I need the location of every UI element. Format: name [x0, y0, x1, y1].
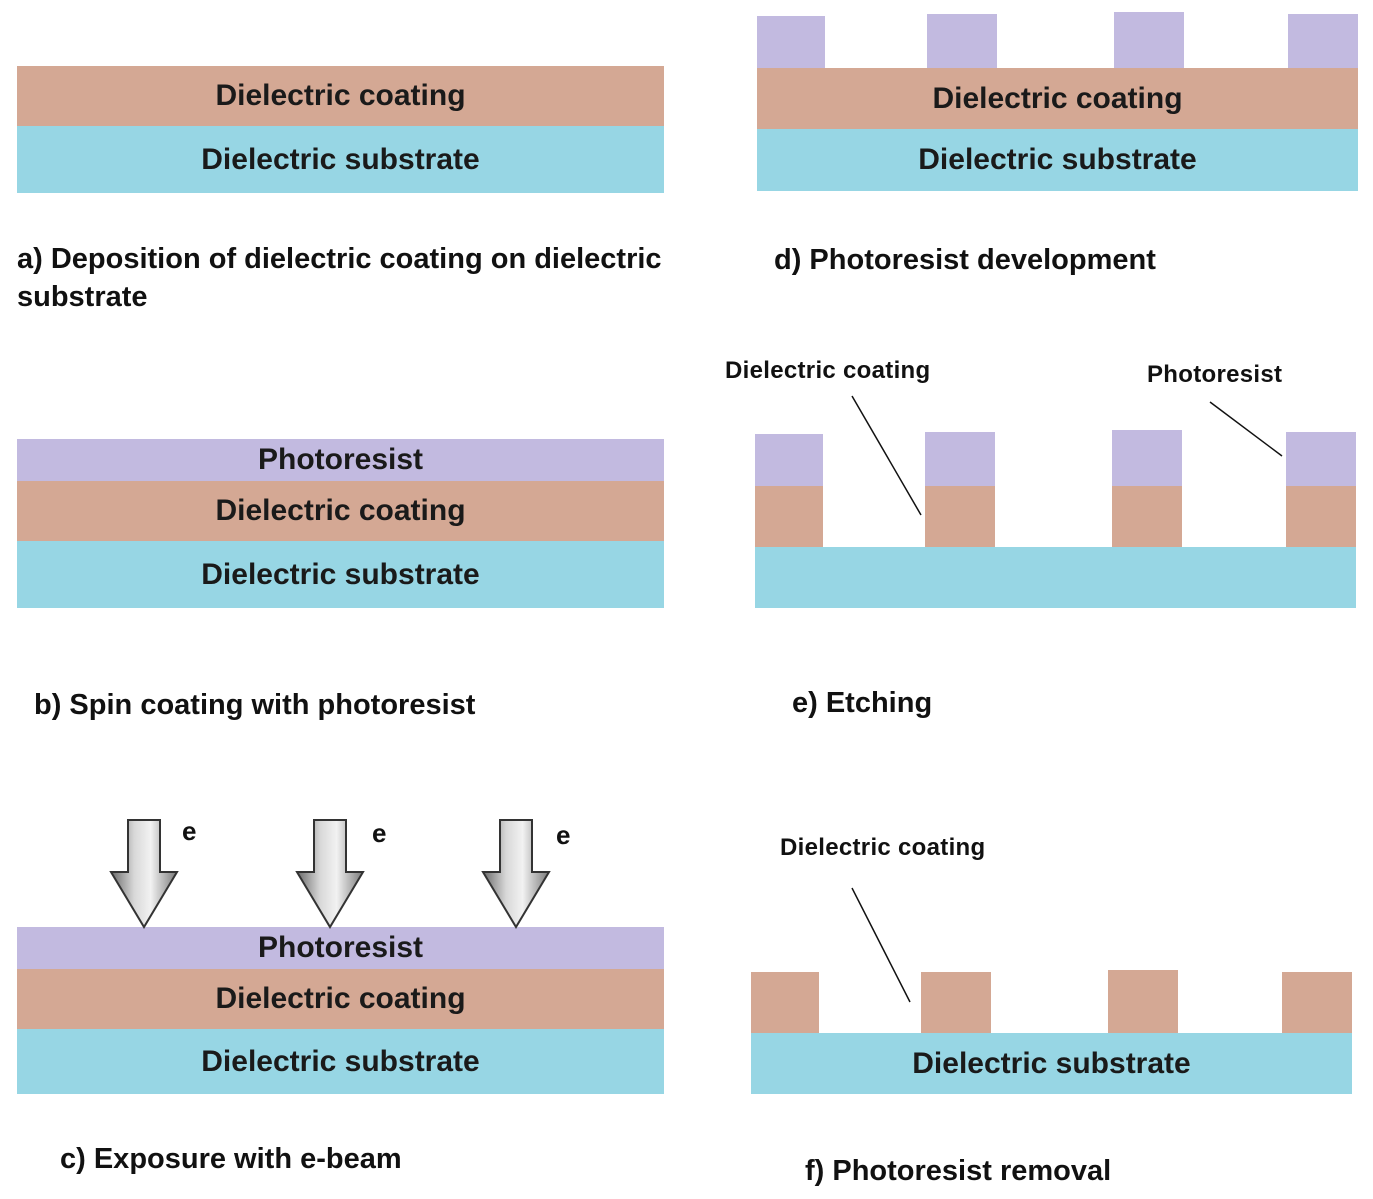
panel-f-substrate-label: Dielectric substrate	[912, 1046, 1191, 1080]
panel-b-caption: b) Spin coating with photoresist	[34, 689, 476, 721]
panel-f-coat-block-1	[751, 972, 819, 1033]
panel-e-resist-block-2	[925, 432, 995, 486]
panel-e-caption: e) Etching	[792, 687, 933, 719]
panel-d-resist-block-4	[1288, 14, 1358, 68]
panel-c-substrate-layer: Dielectric substrate	[17, 1029, 664, 1094]
e-beam-arrow-3-icon	[481, 819, 551, 929]
panel-d-resist-block-3	[1114, 12, 1184, 68]
panel-b-substrate-layer: Dielectric substrate	[17, 541, 664, 608]
panel-e-resist-block-4	[1286, 432, 1356, 486]
e-beam-label-2: e	[372, 818, 387, 848]
panel-e-coating-callout: Dielectric coating	[725, 357, 931, 384]
panel-e-resist-block-3	[1112, 430, 1182, 486]
panel-b-photoresist-layer: Photoresist	[17, 439, 664, 481]
panel-e-photoresist-leader	[1209, 401, 1283, 457]
panel-b-coating-layer: Dielectric coating	[17, 481, 664, 541]
panel-c-photoresist-layer: Photoresist	[17, 927, 664, 969]
panel-e-coat-block-1	[755, 486, 823, 547]
panel-c-coating-label: Dielectric coating	[215, 982, 466, 1015]
panel-d-coating-label: Dielectric coating	[932, 81, 1183, 115]
e-beam-arrow-1-icon	[109, 819, 179, 929]
panel-f-substrate-layer: Dielectric substrate	[751, 1033, 1352, 1094]
panel-e-coating-leader	[851, 395, 922, 516]
panel-f-coat-block-4	[1282, 972, 1352, 1033]
panel-e-coat-block-4	[1286, 486, 1356, 547]
e-beam-arrow-2-icon	[295, 819, 365, 929]
panel-c-photoresist-label: Photoresist	[257, 931, 424, 964]
e-beam-label-1: e	[182, 816, 197, 846]
panel-e-resist-block-1	[755, 434, 823, 486]
panel-d-substrate-label: Dielectric substrate	[918, 143, 1197, 176]
panel-e-substrate-layer	[755, 547, 1356, 608]
panel-d-caption: d) Photoresist development	[774, 244, 1156, 276]
panel-f-coat-block-3	[1108, 970, 1178, 1033]
panel-f-coat-block-2	[921, 972, 991, 1033]
panel-a-caption: a) Deposition of dielectric coating on d…	[17, 243, 662, 313]
panel-c-substrate-label: Dielectric substrate	[201, 1044, 480, 1078]
panel-d-resist-block-2	[927, 14, 997, 68]
panel-f-caption: f) Photoresist removal	[805, 1155, 1112, 1187]
panel-f-coating-callout: Dielectric coating	[780, 834, 986, 861]
panel-e-coat-block-3	[1112, 486, 1182, 547]
e-beam-label-3: e	[556, 820, 571, 850]
panel-b-photoresist-label: Photoresist	[257, 443, 424, 476]
panel-b-substrate-label: Dielectric substrate	[201, 557, 480, 591]
panel-d-resist-block-1	[757, 16, 825, 68]
panel-a-coating-label: Dielectric coating	[215, 79, 466, 112]
panel-e-coat-block-2	[925, 486, 995, 547]
panel-c-coating-layer: Dielectric coating	[17, 969, 664, 1029]
panel-a-coating-layer: Dielectric coating	[17, 66, 664, 126]
panel-e-photoresist-callout: Photoresist	[1147, 361, 1283, 388]
panel-b-coating-label: Dielectric coating	[215, 494, 466, 527]
panel-d-substrate-layer: Dielectric substrate	[757, 129, 1358, 191]
panel-d-coating-layer: Dielectric coating	[757, 68, 1358, 129]
panel-c-caption: c) Exposure with e-beam	[60, 1143, 402, 1175]
panel-a-substrate-layer: Dielectric substrate	[17, 126, 664, 193]
panel-f-coating-leader	[851, 887, 911, 1003]
panel-a-substrate-label: Dielectric substrate	[201, 142, 480, 176]
